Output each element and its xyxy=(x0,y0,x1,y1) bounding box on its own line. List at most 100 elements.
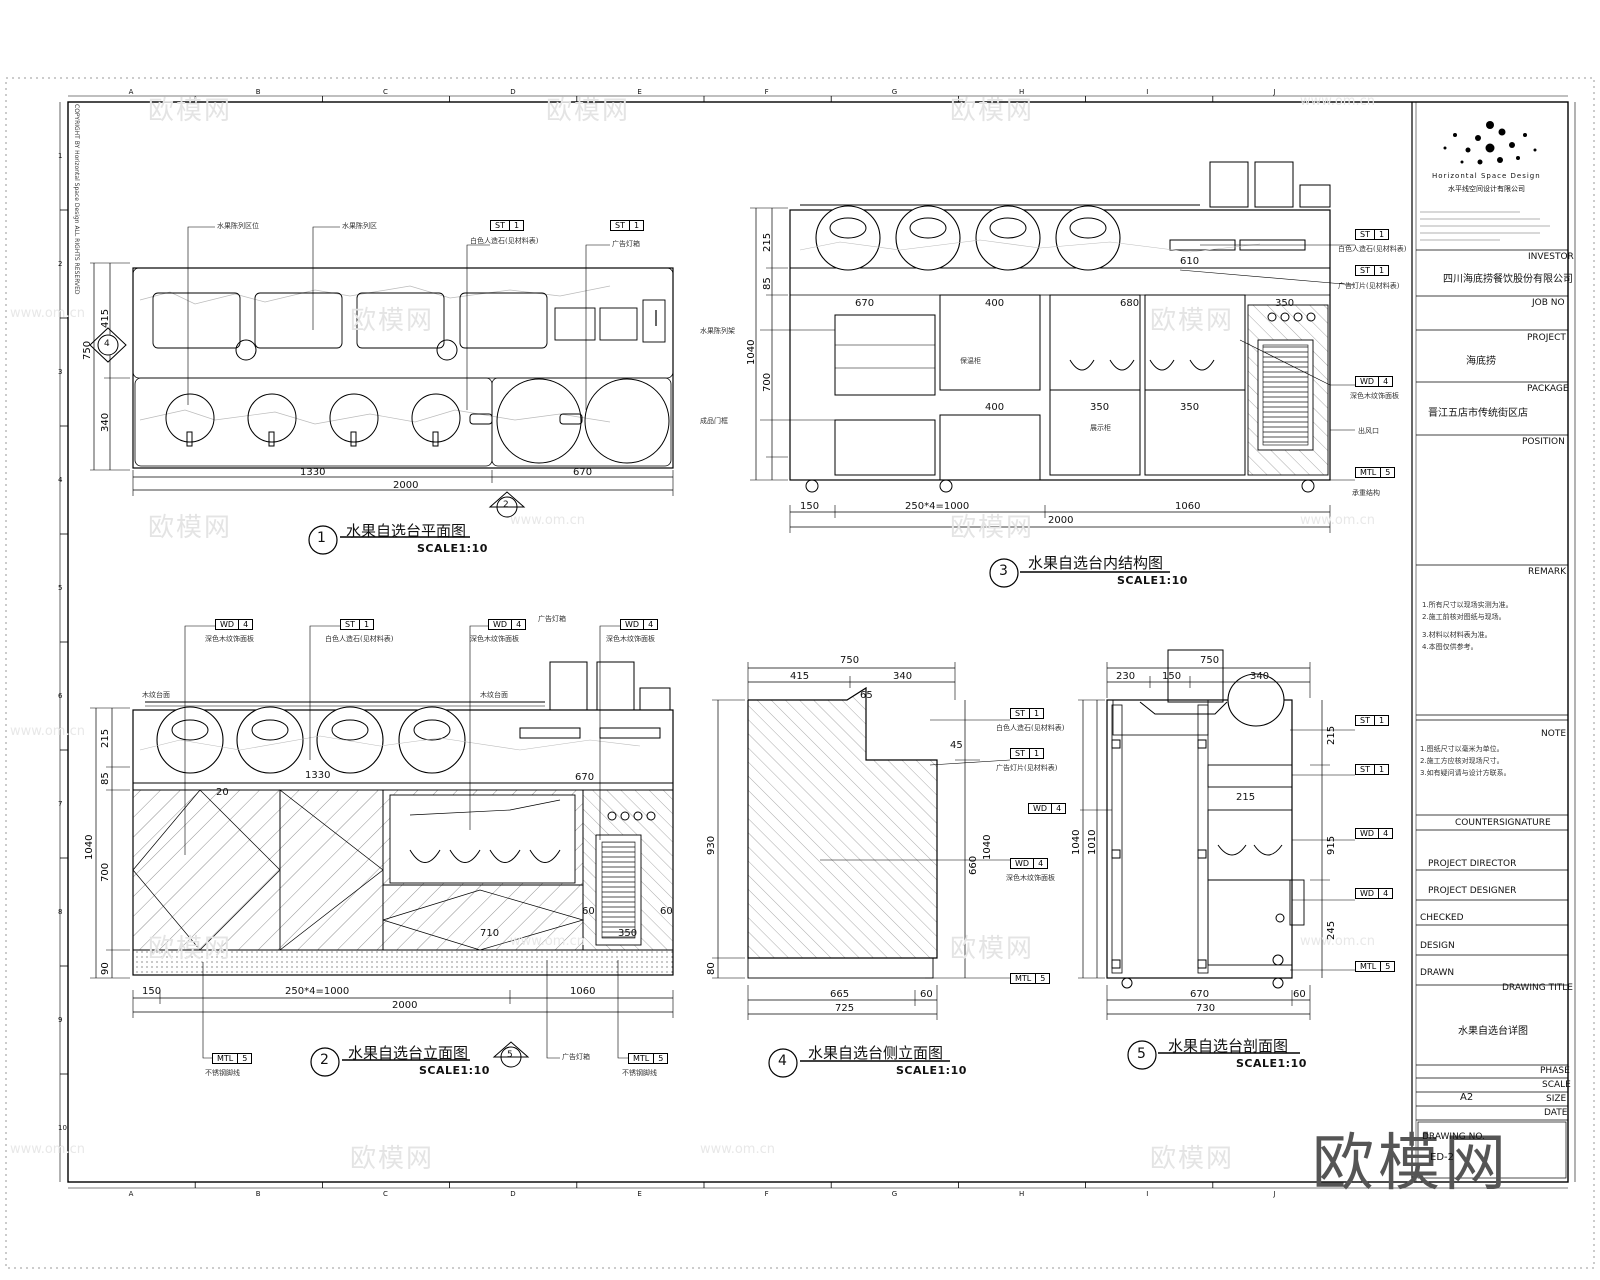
logo-dots xyxy=(1443,121,1537,165)
dim: 1040 xyxy=(746,339,757,365)
dim: 400 xyxy=(985,402,1005,413)
package-label: PACKAGE xyxy=(1527,384,1569,394)
remark-line: 1.所有尺寸以现场实测为准。 xyxy=(1422,601,1513,609)
copyright-text: COPYRIGHT BY Horizontal Space Design ALL… xyxy=(73,104,80,295)
remark-line: 3.材料以材料表为准。 xyxy=(1422,631,1492,639)
view1-plan xyxy=(89,226,674,555)
size-label: SIZE xyxy=(1546,1094,1567,1104)
leader-label: 广告灯箱 xyxy=(538,615,566,623)
dim: 1040 xyxy=(982,834,993,860)
grid-letter: F xyxy=(764,1190,769,1198)
grid-letter: H xyxy=(1019,88,1025,96)
grid-number: 9 xyxy=(58,1016,63,1024)
watermark: 欧模网 xyxy=(950,934,1035,964)
watermark: 欧模网 xyxy=(350,1144,435,1174)
leader-label: 保温柜 xyxy=(960,357,981,365)
grid-letter: H xyxy=(1019,1190,1025,1198)
remark-line: 2.施工前核对图纸与现场。 xyxy=(1422,613,1506,621)
dim: 85 xyxy=(100,772,111,785)
dim: 710 xyxy=(480,928,500,939)
dim: 1040 xyxy=(84,834,95,860)
watermark-url: www.om.cn xyxy=(10,306,85,321)
dim: 230 xyxy=(1116,671,1136,682)
dim: 725 xyxy=(835,1003,855,1014)
watermark-url: www.om.cn xyxy=(1300,94,1375,109)
outer-dotted-frame xyxy=(5,77,1595,1269)
dim: 700 xyxy=(762,372,773,392)
grid-letter: A xyxy=(128,88,134,96)
watermark-url: www.om.cn xyxy=(510,934,585,949)
view2-number: 2 xyxy=(320,1052,329,1068)
watermark: 欧模网 xyxy=(148,934,233,964)
logo-text: Horizontal Space Design xyxy=(1432,172,1541,180)
scale-label: SCALE xyxy=(1542,1080,1571,1090)
investor-label: INVESTOR xyxy=(1528,252,1574,262)
dim: 85 xyxy=(762,277,773,290)
watermark: 欧模网 xyxy=(950,96,1035,126)
grid-letter: E xyxy=(637,1190,642,1198)
leader-label: 木纹台面 xyxy=(142,691,170,699)
view5-scale: SCALE1:10 xyxy=(1236,1057,1307,1070)
watermark-url: www.om.cn xyxy=(1300,934,1375,949)
watermark-url: www.om.cn xyxy=(510,513,585,528)
leader-label: 承重结构 xyxy=(1352,489,1380,497)
dim: 1330 xyxy=(305,770,331,781)
note-line: 1.图纸尺寸以毫米为单位。 xyxy=(1420,745,1504,753)
dim: 245 xyxy=(1326,920,1337,940)
dim: 2000 xyxy=(392,1000,418,1011)
dim: 750 xyxy=(1200,655,1220,666)
view5-title: 水果自选台剖面图 xyxy=(1168,1037,1289,1055)
leader-label: 广告灯箱 xyxy=(612,240,640,248)
grid-number: 7 xyxy=(58,800,63,808)
dim: 350 xyxy=(1180,402,1200,413)
grid-letter: I xyxy=(1146,88,1149,96)
view5-number: 5 xyxy=(1137,1046,1146,1062)
drawing-title-label: DRAWING TITLE xyxy=(1502,983,1573,993)
dim: 2000 xyxy=(1048,515,1074,526)
dim: 660 xyxy=(968,855,979,875)
dim: 60 xyxy=(582,906,595,917)
leader-label: 水果陈列区 xyxy=(342,222,377,230)
grid-number: 3 xyxy=(58,368,63,376)
drawn-label: DRAWN xyxy=(1420,968,1455,978)
dim: 340 xyxy=(1250,671,1270,682)
dim: 60 xyxy=(920,989,933,1000)
tiny-text-lines xyxy=(1420,211,1550,241)
logo-subtext: 水平线空间设计有限公司 xyxy=(1448,185,1525,193)
grid-number: 5 xyxy=(58,584,63,592)
material-note: 白色人造石(见材料表) xyxy=(325,635,394,643)
watermark: 欧模网 xyxy=(1150,1144,1235,1174)
dim: 1060 xyxy=(1175,501,1201,512)
view2-title: 水果自选台立面图 xyxy=(348,1044,469,1062)
watermark: 欧模网 xyxy=(148,96,233,126)
grid-number: 6 xyxy=(58,692,63,700)
view5-section xyxy=(1078,649,1355,1070)
dim: 215 xyxy=(1236,792,1256,803)
dim: 45 xyxy=(950,740,963,751)
dim: 930 xyxy=(706,835,717,855)
material-note: 深色木纹饰面板 xyxy=(1006,874,1055,882)
project-label: PROJECT xyxy=(1527,333,1566,343)
section-mark: 2 xyxy=(503,500,509,510)
dim: 665 xyxy=(830,989,850,1000)
grid-letter: G xyxy=(891,88,898,96)
grid-letter: J xyxy=(1273,88,1276,96)
material-note: 不锈钢脚线 xyxy=(205,1069,240,1077)
dim: 250*4=1000 xyxy=(285,986,350,997)
dim: 610 xyxy=(1180,256,1200,267)
view3-title: 水果自选台内结构图 xyxy=(1028,554,1164,572)
dim: 400 xyxy=(985,298,1005,309)
view3-internal xyxy=(750,161,1356,588)
dim: 670 xyxy=(575,772,595,783)
